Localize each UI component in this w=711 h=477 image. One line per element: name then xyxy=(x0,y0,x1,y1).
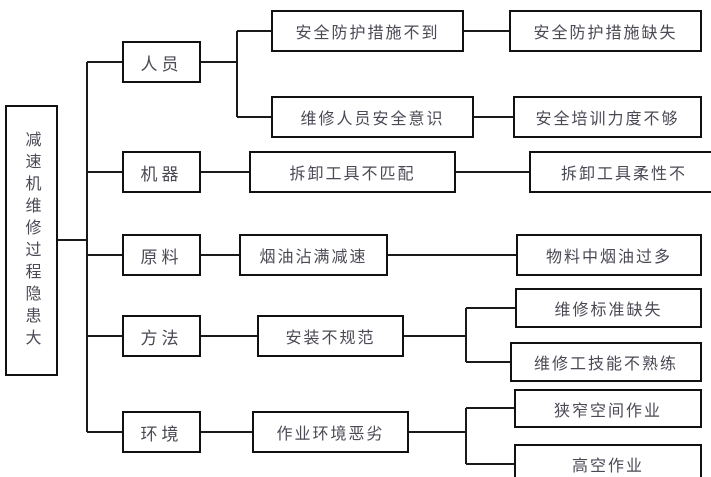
leaf-node-tool-flexibility[interactable]: 拆卸工具柔性不 xyxy=(529,151,711,193)
category-node-machine[interactable]: 机器 xyxy=(122,151,201,193)
category-node-environment[interactable]: 环境 xyxy=(122,411,201,453)
leaf-node-insufficient-training[interactable]: 安全培训力度不够 xyxy=(513,96,702,138)
leaf-node-unskilled-workers[interactable]: 维修工技能不熟练 xyxy=(510,342,702,382)
leaf-node-confined-space-work[interactable]: 狭窄空间作业 xyxy=(514,389,702,428)
leaf-node-missing-repair-standard[interactable]: 维修标准缺失 xyxy=(515,288,702,328)
leaf-node-high-altitude-work[interactable]: 高空作业 xyxy=(514,444,702,477)
category-node-personnel[interactable]: 人员 xyxy=(122,41,201,83)
root-node[interactable]: 减速机维修过程隐患大 xyxy=(5,105,58,376)
leaf-node-excess-oil-in-material[interactable]: 物料中烟油过多 xyxy=(516,234,702,276)
category-node-material[interactable]: 原料 xyxy=(122,234,201,276)
cause-node-harsh-environment[interactable]: 作业环境恶劣 xyxy=(252,411,409,453)
cause-node-tool-mismatch[interactable]: 拆卸工具不匹配 xyxy=(249,151,456,193)
cause-node-oil-covered[interactable]: 烟油沾满减速 xyxy=(239,234,388,276)
cause-node-improper-install[interactable]: 安装不规范 xyxy=(257,315,404,357)
cause-node-safety-measures[interactable]: 安全防护措施不到 xyxy=(271,10,464,52)
category-node-method[interactable]: 方法 xyxy=(122,315,201,357)
cause-node-safety-awareness[interactable]: 维修人员安全意识 xyxy=(271,96,474,138)
leaf-node-missing-safety-measures[interactable]: 安全防护措施缺失 xyxy=(509,10,702,52)
